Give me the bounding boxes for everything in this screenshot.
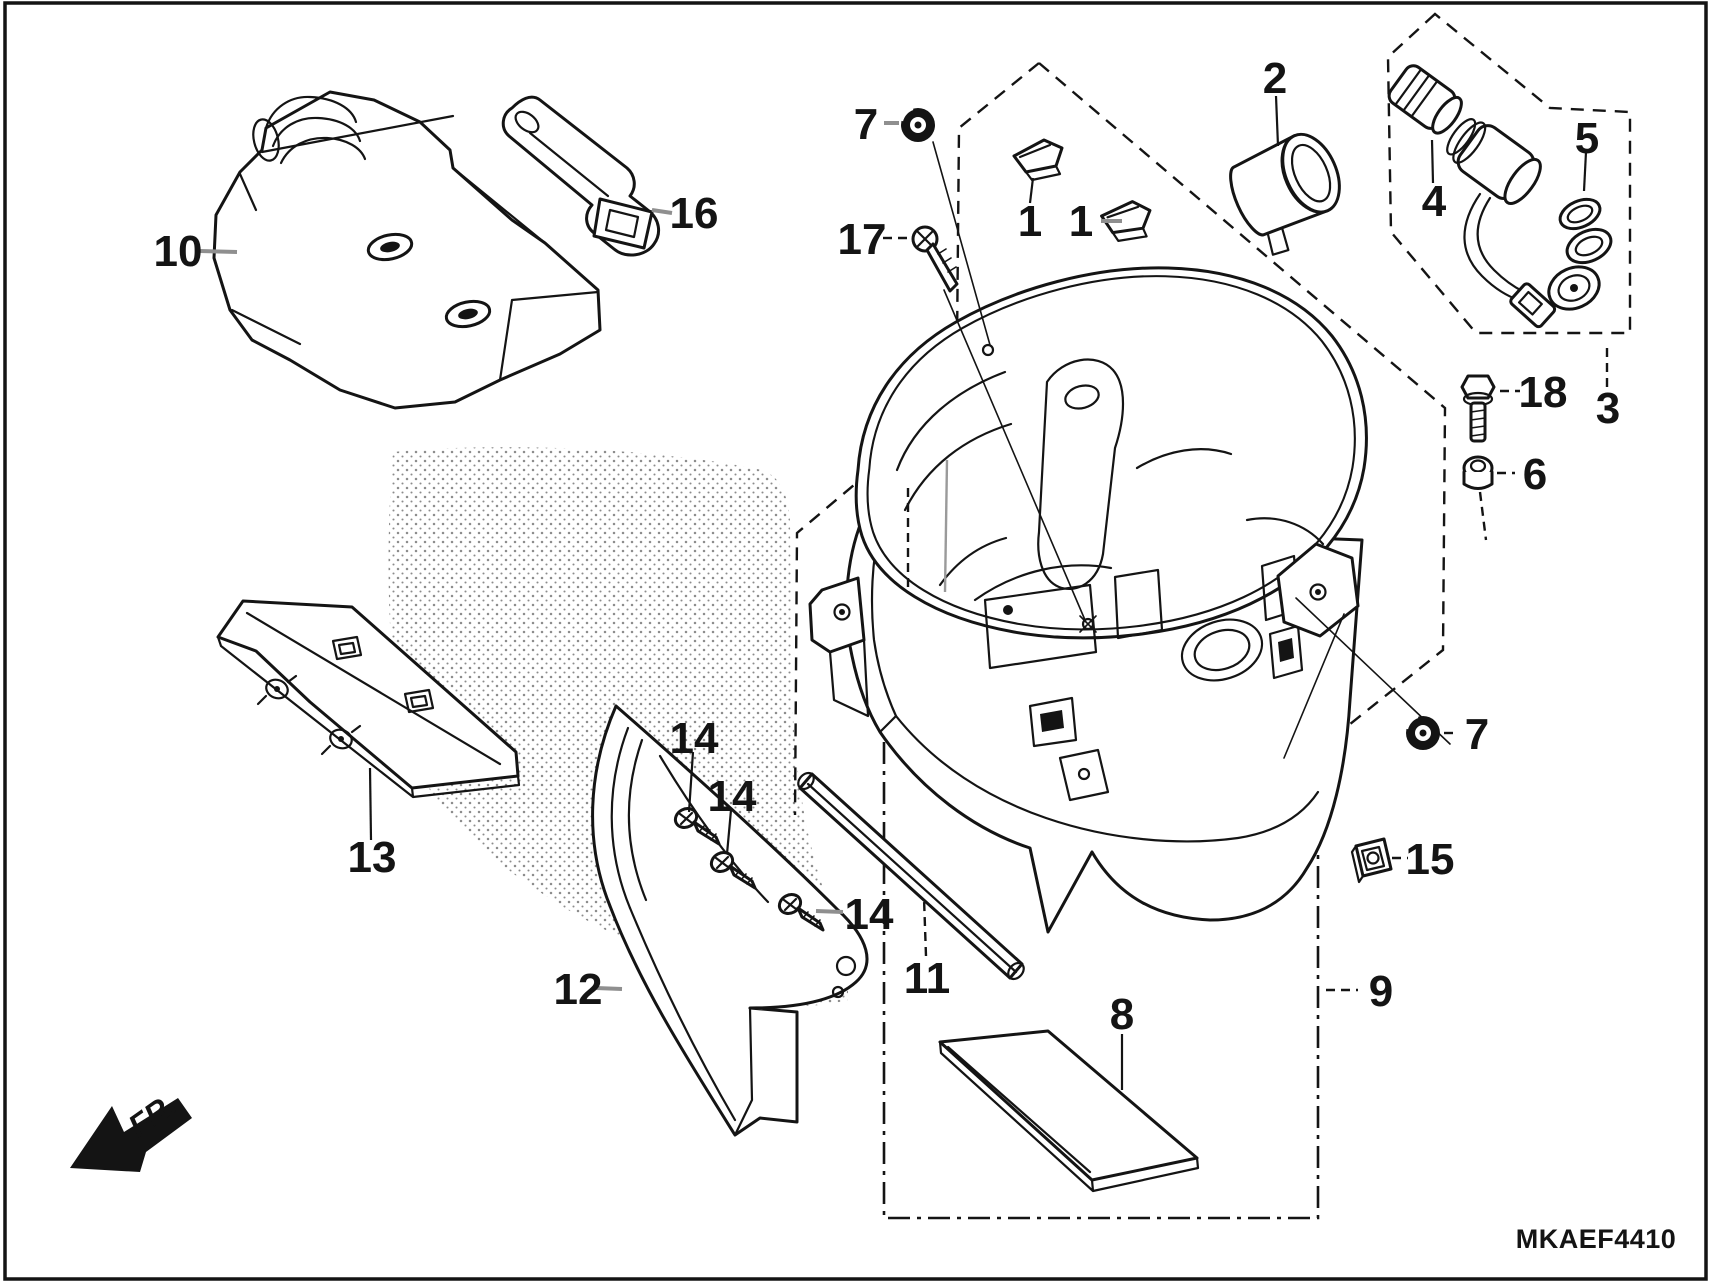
part-7-grommet-right [1404, 714, 1442, 752]
part-12-cover [591, 704, 869, 1137]
callout-14-b: 14 [708, 772, 757, 821]
callout-8: 8 [1110, 990, 1134, 1039]
callout-10: 10 [154, 227, 203, 276]
callout-5: 5 [1575, 114, 1599, 163]
part-18-bolt [1460, 374, 1496, 443]
callout-16: 16 [670, 189, 719, 238]
callout-2: 2 [1263, 54, 1287, 103]
callout-15: 15 [1406, 835, 1455, 884]
group-9-boundary-box [882, 742, 1320, 1220]
callout-17: 17 [838, 215, 887, 264]
diagram-code: MKAEF4410 [1516, 1224, 1677, 1254]
part-8-mat [938, 1029, 1200, 1193]
callout-3: 3 [1596, 384, 1620, 433]
callout-6: 6 [1523, 450, 1547, 499]
callout-18: 18 [1519, 368, 1568, 417]
part-6-nut [1462, 455, 1494, 490]
main-luggage-box [808, 266, 1368, 934]
fr-arrow-icon [70, 1098, 192, 1172]
part-13-tray [216, 599, 521, 799]
part-5-caps [1547, 197, 1613, 311]
part-11-rod [797, 771, 1025, 981]
callout-labels: 10 16 7 17 1 1 2 4 5 3 18 6 7 15 9 8 11 … [154, 54, 1621, 1039]
part-10-bracket [212, 90, 602, 410]
leader-lines [199, 95, 1609, 1090]
part-2-socket-housing [1229, 132, 1341, 256]
callout-7-top: 7 [854, 100, 878, 149]
group-3-boundary-box [1386, 12, 1632, 335]
callout-1-right: 1 [1069, 197, 1093, 246]
part-4-plug [1387, 64, 1463, 135]
callout-1-left: 1 [1018, 197, 1042, 246]
part-7-grommet-top [899, 106, 937, 144]
part-17-screw [911, 225, 959, 293]
callout-13: 13 [348, 833, 397, 882]
callout-12: 12 [554, 965, 603, 1014]
part-16-strap [501, 95, 661, 257]
assembly-boundary-lines [793, 12, 1632, 1220]
callout-14-c: 14 [845, 890, 894, 939]
callout-7-right: 7 [1465, 710, 1489, 759]
callout-11: 11 [904, 954, 951, 1003]
callout-4: 4 [1422, 177, 1447, 226]
part-3-socket-with-cable [1446, 118, 1557, 329]
part-15-clip-nut [1350, 837, 1393, 884]
callout-9: 9 [1369, 967, 1393, 1016]
callout-14-a: 14 [670, 714, 719, 763]
